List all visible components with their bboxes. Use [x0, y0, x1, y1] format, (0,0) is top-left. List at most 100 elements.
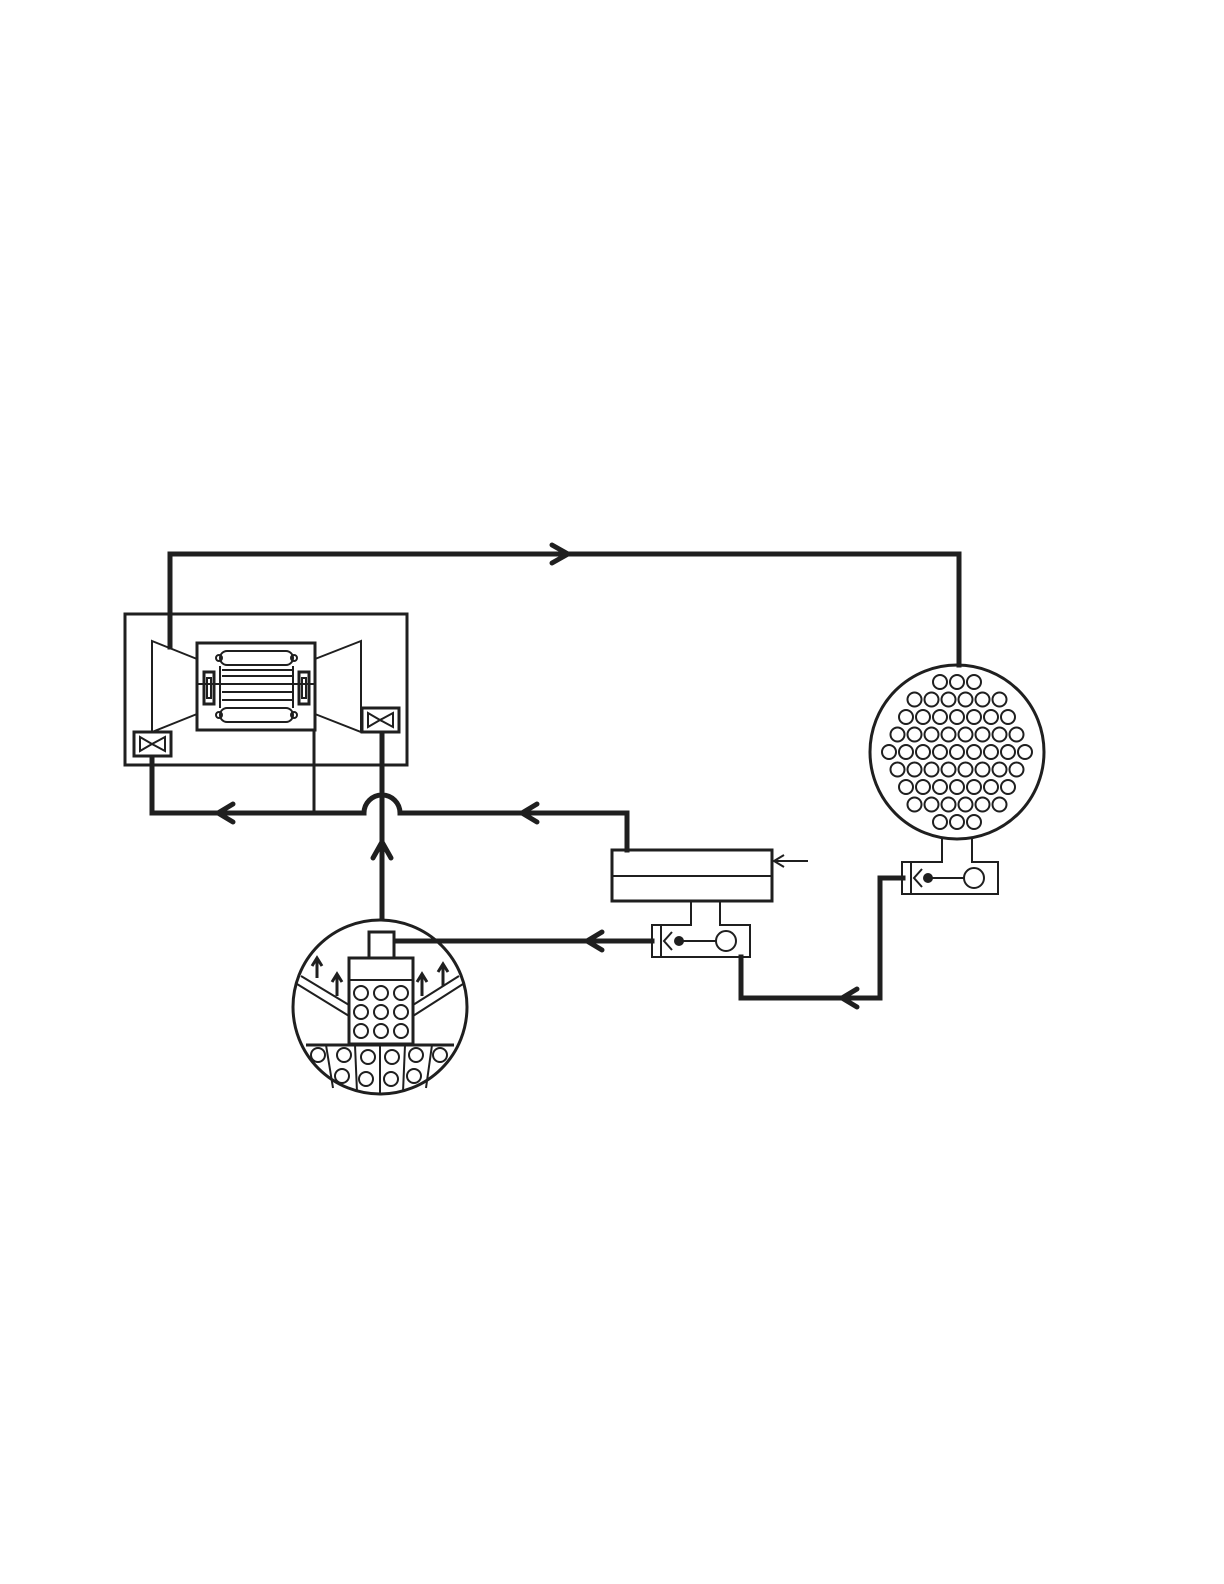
- tube-icon: [337, 1048, 351, 1062]
- tube-icon: [984, 710, 998, 724]
- tube-icon: [335, 1069, 349, 1083]
- tube-icon: [976, 763, 990, 777]
- left-bearing-icon: [204, 672, 214, 704]
- tube-icon: [933, 745, 947, 759]
- eliminator-tubes: [354, 986, 408, 1038]
- tube-icon: [993, 728, 1007, 742]
- tube-icon: [967, 780, 981, 794]
- float-ball-icon: [716, 931, 736, 951]
- tube-icon: [433, 1048, 447, 1062]
- tube-icon: [359, 1072, 373, 1086]
- piping: [152, 554, 959, 998]
- tube-icon: [967, 710, 981, 724]
- tube-icon: [959, 763, 973, 777]
- tube-icon: [993, 763, 1007, 777]
- tube-icon: [899, 780, 913, 794]
- suction-nozzle: [369, 932, 394, 958]
- tube-icon: [374, 986, 388, 1000]
- tube-icon: [942, 763, 956, 777]
- tube-icon: [354, 1005, 368, 1019]
- tube-icon: [950, 710, 964, 724]
- tube-icon: [959, 693, 973, 707]
- motor-winding-top: [220, 651, 293, 665]
- tube-icon: [950, 815, 964, 829]
- tube-icon: [384, 1072, 398, 1086]
- tube-icon: [950, 745, 964, 759]
- float-ball-icon: [964, 868, 984, 888]
- tube-icon: [925, 763, 939, 777]
- tube-icon: [908, 693, 922, 707]
- tube-icon: [354, 1024, 368, 1038]
- tube-icon: [925, 798, 939, 812]
- tube-icon: [976, 798, 990, 812]
- tube-icon: [1001, 710, 1015, 724]
- tube-icon: [407, 1069, 421, 1083]
- tube-icon: [1010, 728, 1024, 742]
- evaporator-icon: [293, 920, 467, 1094]
- tube-icon: [908, 763, 922, 777]
- tube-icon: [942, 798, 956, 812]
- tube-icon: [899, 710, 913, 724]
- tube-icon: [959, 728, 973, 742]
- tube-icon: [882, 745, 896, 759]
- compressor-icon: [125, 614, 407, 765]
- tube-icon: [374, 1024, 388, 1038]
- tube-icon: [361, 1050, 375, 1064]
- tube-icon: [394, 1024, 408, 1038]
- inlet-vane-right-icon: [362, 708, 399, 732]
- tube-icon: [908, 798, 922, 812]
- tube-icon: [394, 986, 408, 1000]
- condenser-float-chamber: [902, 838, 998, 894]
- tube-icon: [891, 763, 905, 777]
- tube-icon: [891, 728, 905, 742]
- tube-icon: [908, 728, 922, 742]
- tube-icon: [925, 693, 939, 707]
- tube-icon: [1018, 745, 1032, 759]
- right-bearing-icon: [299, 672, 309, 704]
- tube-icon: [409, 1048, 423, 1062]
- right-impeller-icon: [315, 641, 361, 732]
- tube-icon: [933, 675, 947, 689]
- tube-icon: [916, 745, 930, 759]
- tube-icon: [976, 728, 990, 742]
- tube-icon: [942, 693, 956, 707]
- tube-icon: [984, 780, 998, 794]
- discharge-line: [170, 554, 959, 665]
- tube-icon: [925, 728, 939, 742]
- tube-icon: [916, 710, 930, 724]
- tube-icon: [942, 728, 956, 742]
- flash-gas-line-right: [400, 813, 627, 850]
- tube-icon: [967, 675, 981, 689]
- tube-icon: [976, 693, 990, 707]
- tube-icon: [933, 815, 947, 829]
- tube-icon: [394, 1005, 408, 1019]
- tube-icon: [916, 780, 930, 794]
- tube-icon: [354, 986, 368, 1000]
- condenser-liquid-line: [741, 878, 903, 998]
- left-bearing-inner: [207, 678, 211, 698]
- condenser-tube-bundle: [882, 675, 1032, 829]
- tube-icon: [959, 798, 973, 812]
- float-valve-icon: [664, 932, 672, 950]
- condenser-icon: [870, 665, 1044, 894]
- tube-icon: [993, 693, 1007, 707]
- tube-icon: [933, 710, 947, 724]
- tube-icon: [933, 780, 947, 794]
- tube-icon: [385, 1050, 399, 1064]
- tube-icon: [311, 1048, 325, 1062]
- compressor-housing: [125, 614, 407, 765]
- tube-icon: [967, 815, 981, 829]
- tube-icon: [950, 780, 964, 794]
- tube-icon: [1001, 780, 1015, 794]
- tube-icon: [984, 745, 998, 759]
- right-bearing-inner: [302, 678, 306, 698]
- tube-icon: [950, 675, 964, 689]
- float-valve-icon: [914, 869, 922, 887]
- tube-icon: [899, 745, 913, 759]
- left-impeller-icon: [152, 641, 197, 732]
- tube-icon: [1001, 745, 1015, 759]
- economizer-float-chamber: [652, 901, 750, 957]
- tube-icon: [374, 1005, 388, 1019]
- tube-icon: [1010, 763, 1024, 777]
